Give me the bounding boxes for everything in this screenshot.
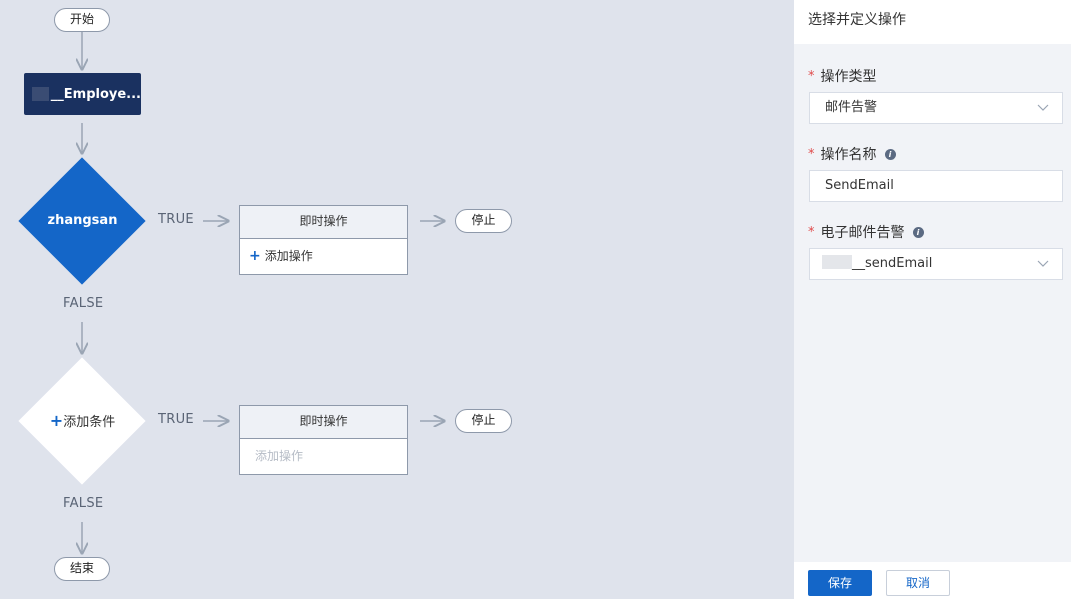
add-action-disabled: 添加操作 <box>255 449 304 463</box>
operation-type-value: 邮件告警 <box>825 100 878 115</box>
required-marker: * <box>808 68 815 84</box>
plus-icon: + <box>249 248 261 264</box>
flow-connectors <box>0 32 794 599</box>
required-marker: * <box>808 224 815 240</box>
action-box-1: 即时操作 +添加操作 <box>239 205 408 275</box>
stop-node-2[interactable]: 停止 <box>455 409 512 433</box>
add-condition-label: 添加条件 <box>63 415 116 430</box>
source-node-label: __Employe... <box>50 86 141 102</box>
email-alert-label-text: 电子邮件告警 <box>820 225 905 241</box>
required-marker: * <box>808 146 815 162</box>
false-label-2: FALSE <box>63 496 104 511</box>
true-label-1: TRUE <box>158 212 194 227</box>
chevron-down-icon <box>1037 104 1049 111</box>
cancel-button[interactable]: 取消 <box>886 570 950 596</box>
add-condition-button[interactable]: +添加条件 <box>19 412 146 432</box>
false-label-1: FALSE <box>63 296 104 311</box>
flow-canvas: 开始 __Employe... zhangsan TRUE FALSE 即时操作… <box>0 8 794 599</box>
info-icon[interactable]: i <box>884 148 896 160</box>
add-action-button[interactable]: +添加操作 <box>240 239 407 274</box>
operation-name-input[interactable] <box>825 178 1045 193</box>
add-action-label: 添加操作 <box>264 249 313 263</box>
operation-panel: 选择并定义操作 * 操作类型 邮件告警 * 操作名称 i * 电子邮件告警 i … <box>794 0 1071 599</box>
operation-type-label-text: 操作类型 <box>820 69 877 85</box>
condition-zhangsan-label: zhangsan <box>47 213 118 228</box>
info-icon[interactable]: i <box>912 226 924 238</box>
panel-footer: 保存 取消 <box>794 562 1071 599</box>
save-button[interactable]: 保存 <box>808 570 872 596</box>
operation-name-label: * 操作名称 i <box>808 144 896 164</box>
operation-name-field[interactable] <box>809 170 1063 202</box>
stop-node-1[interactable]: 停止 <box>455 209 512 233</box>
email-alert-select[interactable]: __sendEmail <box>809 248 1063 280</box>
true-label-2: TRUE <box>158 412 194 427</box>
operation-type-label: * 操作类型 <box>808 66 877 86</box>
panel-title: 选择并定义操作 <box>794 0 1071 44</box>
action-box-2: 即时操作 添加操作 <box>239 405 408 475</box>
start-node[interactable]: 开始 <box>54 8 110 32</box>
immediate-action-header[interactable]: 即时操作 <box>240 406 407 439</box>
immediate-action-header[interactable]: 即时操作 <box>240 206 407 239</box>
end-node[interactable]: 结束 <box>54 557 110 581</box>
redacted-block <box>32 87 49 101</box>
source-node[interactable]: __Employe... <box>24 73 141 115</box>
chevron-down-icon <box>1037 260 1049 267</box>
operation-type-select[interactable]: 邮件告警 <box>809 92 1063 124</box>
redacted-block <box>822 255 852 269</box>
plus-icon: + <box>49 411 64 430</box>
email-alert-value: __sendEmail <box>852 256 933 271</box>
operation-name-label-text: 操作名称 <box>820 147 877 163</box>
email-alert-label: * 电子邮件告警 i <box>808 222 924 242</box>
